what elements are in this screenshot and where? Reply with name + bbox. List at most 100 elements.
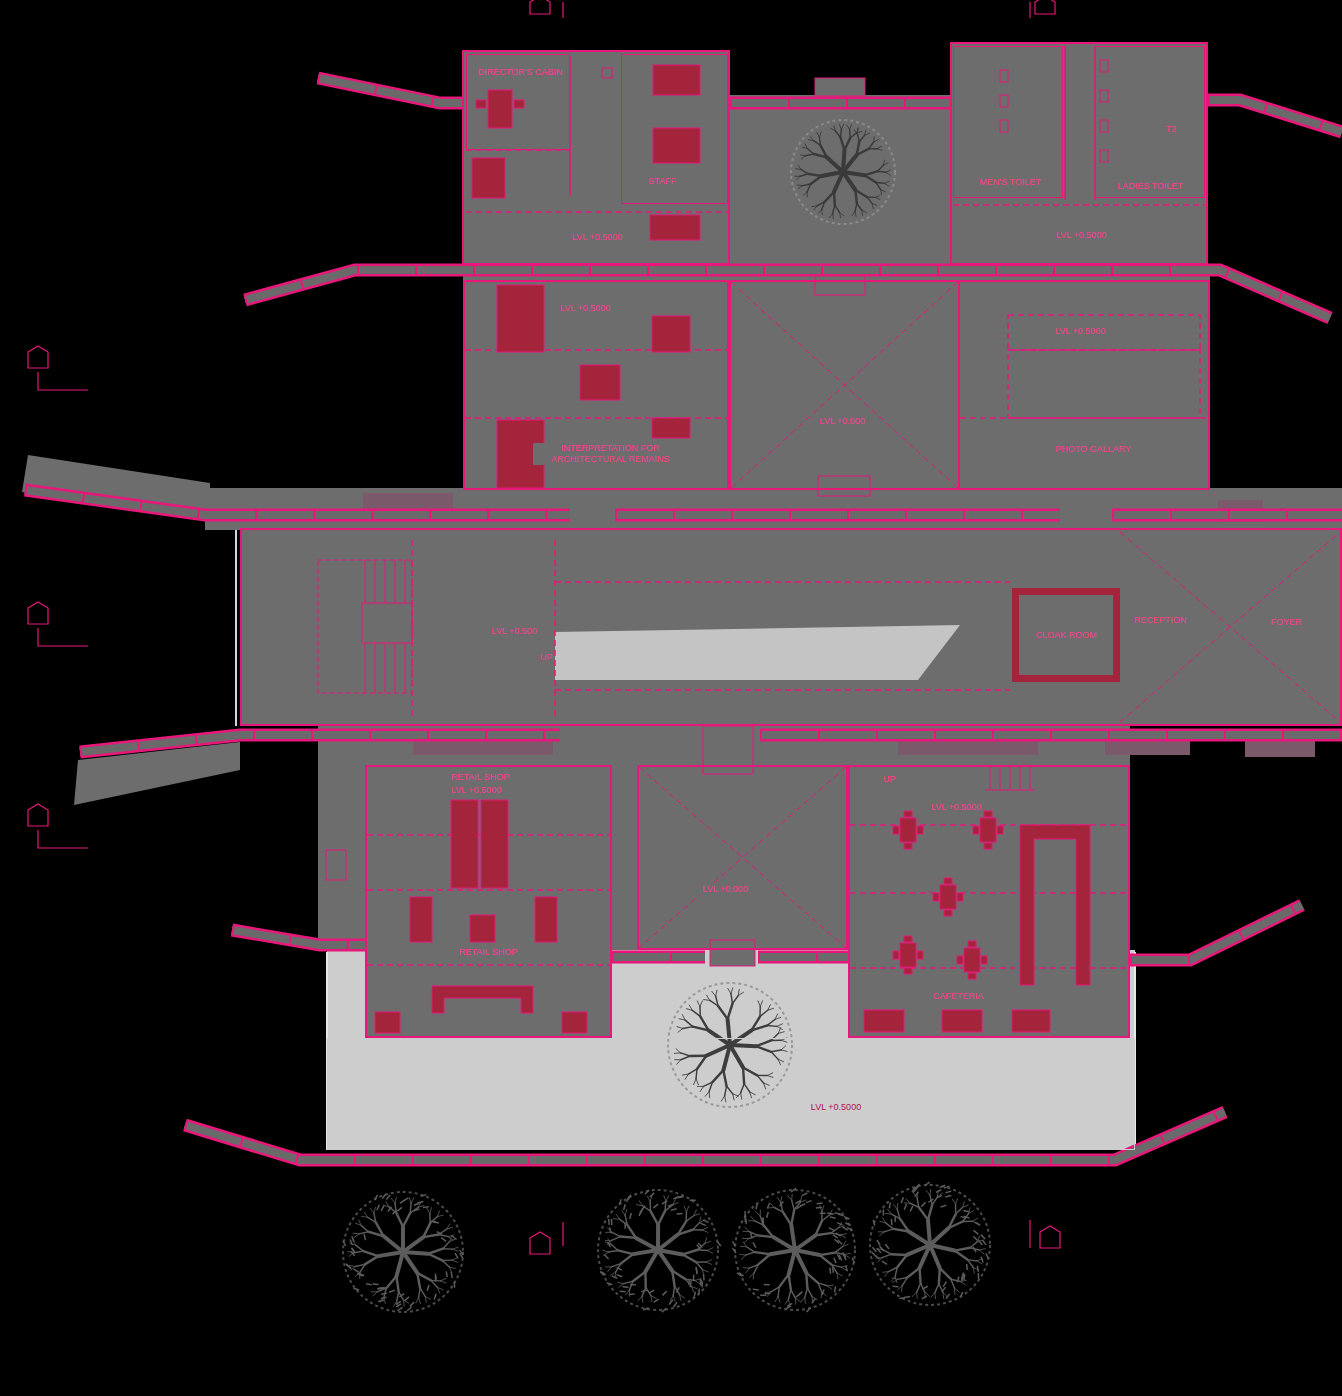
tree: [775, 1297, 778, 1302]
tree: [705, 1241, 711, 1243]
tree: [798, 165, 801, 169]
tree: [771, 1287, 779, 1292]
tree: [975, 1222, 980, 1225]
furniture: [535, 897, 557, 942]
tree: [888, 1209, 892, 1214]
tree: [954, 1288, 959, 1292]
sanitary-fixture: [1000, 120, 1008, 132]
cafe-table: [940, 885, 956, 909]
tree: [780, 1202, 784, 1207]
tree: [453, 1247, 459, 1249]
tree: [833, 205, 835, 213]
tree: [806, 1273, 807, 1289]
tree: [343, 120, 990, 1312]
tree: [757, 1075, 763, 1083]
tree: [727, 1086, 733, 1094]
tree: [651, 1211, 659, 1225]
tree: [877, 1248, 881, 1252]
tree: [940, 1268, 951, 1279]
tree: [423, 1235, 438, 1238]
tree: [791, 120, 895, 224]
room-label: DIRECTOR'S CABIN: [476, 67, 565, 78]
tree: [448, 1237, 453, 1240]
tree: [878, 171, 886, 173]
tree: [743, 1267, 749, 1268]
tree: [889, 1202, 891, 1208]
cafe-table: [893, 826, 899, 834]
cafe-table: [957, 941, 987, 979]
tree: [700, 1279, 702, 1285]
tree: [820, 1212, 826, 1214]
tree: [917, 1284, 921, 1293]
tree: [705, 1092, 709, 1097]
tree: [607, 1242, 610, 1247]
void-cross: [731, 282, 958, 488]
tree: [686, 1216, 694, 1222]
tree: [839, 168, 847, 176]
tree: [395, 1197, 396, 1203]
tree: [963, 1274, 965, 1280]
glazing: [235, 530, 237, 726]
tree: [812, 205, 817, 207]
tree: [397, 1307, 402, 1310]
tree: [771, 1050, 781, 1052]
tree: [865, 133, 870, 135]
tree: [679, 1295, 680, 1301]
sanitary-fixture: [1100, 150, 1108, 162]
tree: [746, 1268, 750, 1273]
tree: [884, 181, 889, 183]
tree: [683, 1250, 698, 1255]
tree: [874, 140, 879, 142]
room-label: LVL +0.5000: [449, 785, 503, 796]
tree: [756, 1212, 760, 1216]
tree: [623, 1286, 629, 1288]
tree: [364, 1212, 367, 1217]
tree: [386, 1201, 389, 1206]
tree: [350, 1240, 353, 1245]
tree: [807, 1307, 811, 1311]
furniture: [481, 800, 508, 888]
room-label: PHOTO GALLARY: [1053, 444, 1133, 455]
tree: [926, 1191, 929, 1196]
tree: [931, 1293, 935, 1298]
section-marker: [28, 804, 48, 826]
tree: [672, 1271, 674, 1286]
tree: [900, 1219, 909, 1232]
tree: [726, 1041, 734, 1049]
tree: [403, 1213, 410, 1227]
tree: [797, 184, 802, 186]
tree: [941, 1205, 947, 1207]
tree: [857, 149, 869, 155]
tree: [365, 1256, 378, 1264]
furniture: [375, 65, 1090, 1033]
room-box: UPLVL +0.5000CAFETERIA: [848, 765, 1130, 1038]
tree: [717, 1241, 721, 1246]
tree: [750, 1273, 754, 1277]
sanitary-fixture: [602, 68, 612, 78]
tree: [800, 174, 808, 176]
tree: [767, 1019, 775, 1025]
furniture: [1020, 825, 1090, 985]
tree: [630, 1213, 632, 1219]
tree: [891, 1253, 907, 1256]
tree: [706, 1260, 712, 1262]
tree: [733, 1248, 736, 1253]
tree: [741, 1255, 745, 1259]
room-box: LVL +0.5000PHOTO GALLARY: [958, 280, 1210, 490]
tree: [859, 135, 864, 141]
tree: [689, 1279, 690, 1285]
partition-wall: [1064, 46, 1066, 200]
tree: [875, 1255, 879, 1259]
tree: [354, 1269, 359, 1272]
tree: [973, 1236, 977, 1240]
tree: [789, 1274, 791, 1289]
tree: [829, 1268, 831, 1274]
tree: [840, 1234, 846, 1235]
louvre-band: [615, 511, 1060, 519]
tree: [786, 1306, 791, 1309]
tree: [397, 1292, 399, 1301]
tree: [963, 1205, 969, 1207]
door: [818, 476, 870, 496]
tree: [624, 1204, 626, 1210]
tree: [897, 1203, 898, 1209]
